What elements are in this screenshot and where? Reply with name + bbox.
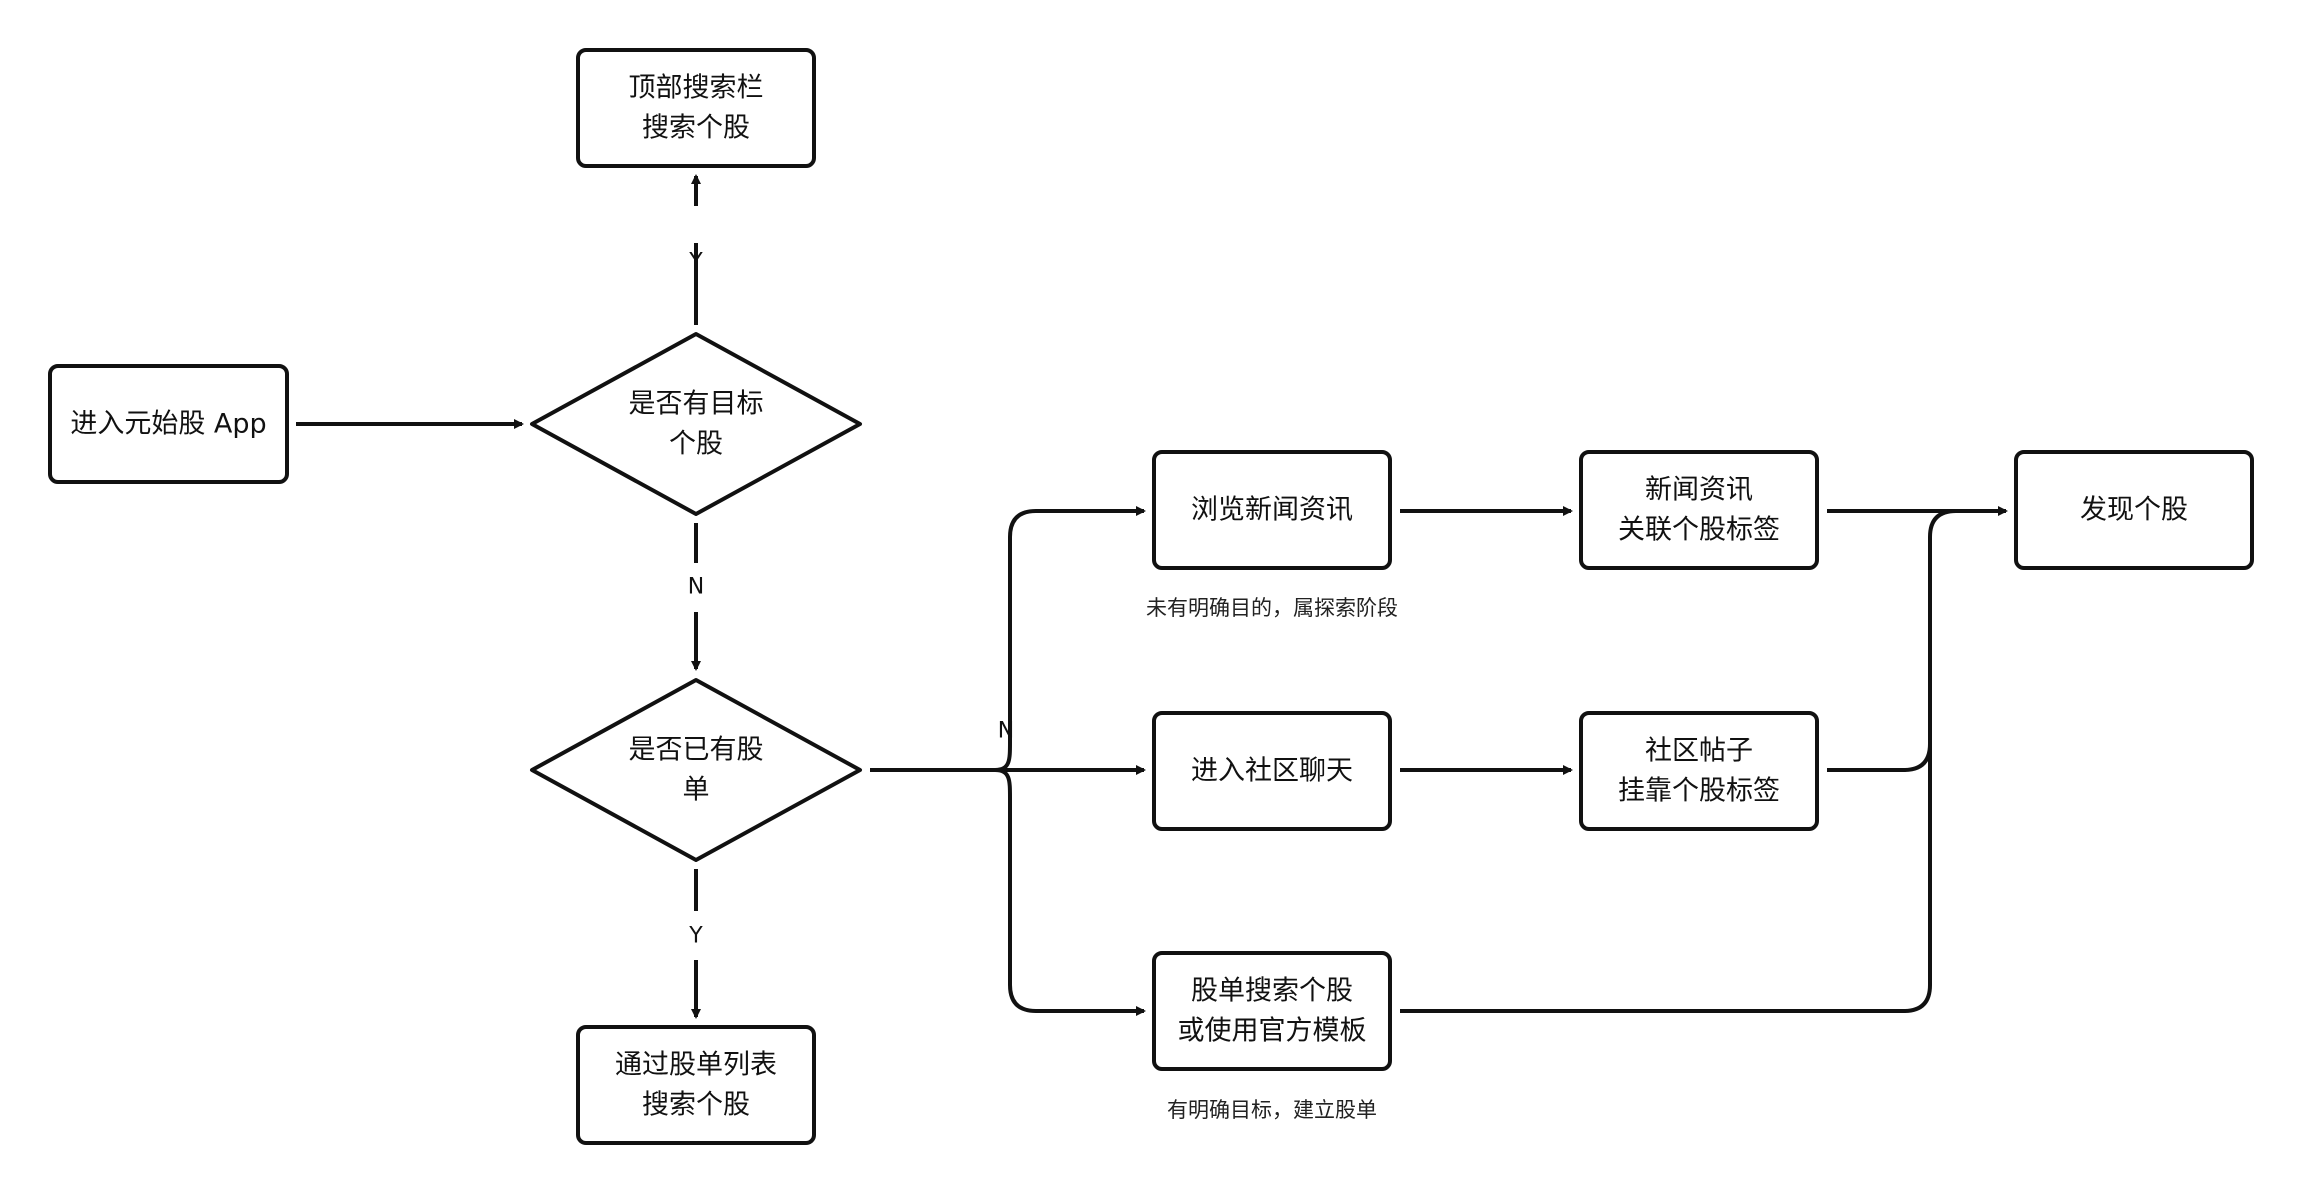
list-template-box — [1152, 951, 1392, 1071]
has-target-label-2: 个股 — [669, 429, 723, 460]
browse-news-label-1: 浏览新闻资讯 — [1191, 495, 1353, 526]
edge-template-merge — [1400, 537, 1932, 1013]
news-tags-label-2: 关联个股标签 — [1618, 515, 1780, 546]
browse-news-node: 浏览新闻资讯 — [1152, 450, 1392, 570]
list-template-label-2: 或使用官方模板 — [1178, 1016, 1367, 1047]
has-list-label-1: 是否已有股 — [629, 735, 764, 766]
community-posts-box — [1579, 711, 1819, 831]
note-explore: 未有明确目的，属探索阶段 — [1146, 596, 1398, 620]
discover-label-1: 发现个股 — [2080, 495, 2188, 526]
enter-app-box — [48, 364, 289, 484]
branch-label-yes-down: Y — [688, 924, 703, 949]
news-tags-box — [1579, 450, 1819, 570]
has-target-label-1: 是否有目标 — [629, 389, 764, 420]
branch-label-no-right: N — [998, 719, 1014, 744]
has-list-label-2: 单 — [683, 775, 710, 806]
has-list-diamond — [530, 678, 862, 862]
enter-app-node: 进入元始股 App — [48, 364, 289, 484]
edge-posts-merge — [1827, 509, 2006, 772]
branch-label-no-down: N — [688, 575, 704, 600]
edge-list-to-news — [994, 506, 1146, 772]
discover-node: 发现个股 — [2014, 450, 2254, 570]
list-template-label-1: 股单搜索个股 — [1191, 976, 1353, 1007]
browse-news-box — [1152, 450, 1392, 570]
community-posts-label-1: 社区帖子 — [1645, 736, 1753, 767]
community-chat-box — [1152, 711, 1392, 831]
enter-app-label-1: 进入元始股 App — [70, 409, 266, 440]
discover-box — [2014, 450, 2254, 570]
community-chat-node: 进入社区聊天 — [1152, 711, 1392, 831]
news-tags-label-1: 新闻资讯 — [1645, 475, 1753, 506]
list-search-label-2: 搜索个股 — [642, 1090, 750, 1121]
community-posts-label-2: 挂靠个股标签 — [1618, 776, 1780, 807]
top-search-box — [576, 48, 816, 168]
note-targeted: 有明确目标，建立股单 — [1167, 1098, 1377, 1122]
branch-label-yes-up: Y — [688, 250, 703, 275]
top-search-label-1: 顶部搜索栏 — [629, 73, 764, 104]
list-search-label-1: 通过股单列表 — [615, 1050, 777, 1081]
edge-list-to-template — [994, 768, 1146, 1016]
has-target-diamond — [530, 332, 862, 516]
community-chat-label-1: 进入社区聊天 — [1191, 756, 1353, 787]
top-search-label-2: 搜索个股 — [642, 113, 750, 144]
list-search-box — [576, 1025, 816, 1145]
